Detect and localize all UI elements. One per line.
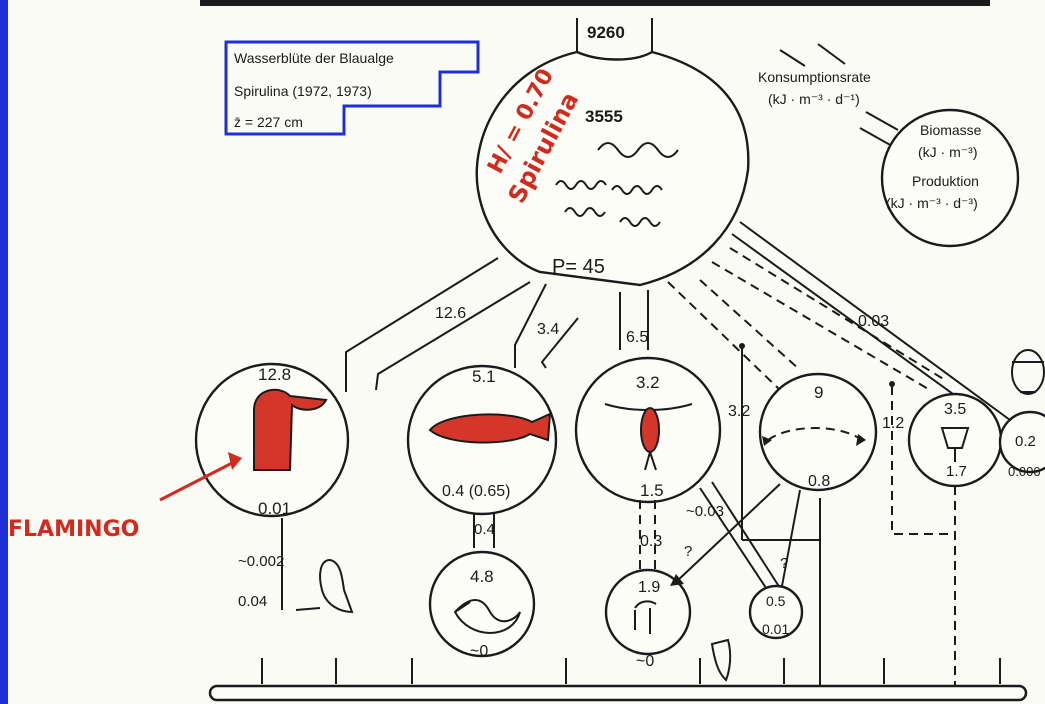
- mini-node: 0.5 0.01: [750, 586, 802, 638]
- larva-production: ~0: [636, 653, 654, 670]
- copepod-node: 3.2 1.5: [576, 358, 720, 502]
- flamingo-outflow: ~0.002 0.04: [238, 518, 352, 612]
- flamingo-node: 12.8 0.01: [196, 364, 348, 518]
- bird-icon: [320, 560, 352, 612]
- insect-biomass: 3.5: [944, 401, 966, 418]
- input-channel: 9260: [577, 18, 652, 52]
- flow-to-insect: 1.2: [882, 415, 904, 432]
- flow-question-1: ?: [684, 543, 692, 560]
- pelican-biomass: 4.8: [470, 567, 494, 586]
- detritus-bar: [210, 658, 1026, 700]
- small-node: 0.2 0.006: [1000, 350, 1045, 479]
- flow-flamingo-out: ~0.002: [238, 553, 284, 570]
- key-legend: Konsumptionsrate (kJ · m⁻³ · d⁻¹) Biomas…: [758, 44, 1018, 246]
- key-biomass-unit: (kJ · m⁻³): [918, 144, 977, 160]
- small-biomass: 0.2: [1015, 433, 1036, 450]
- rotifer-production: 0.8: [808, 473, 830, 490]
- key-consumption-unit: (kJ · m⁻³ · d⁻¹): [768, 91, 860, 107]
- larva-biomass: 1.9: [638, 579, 660, 596]
- key-production-label: Produktion: [912, 173, 979, 189]
- flamingo-biomass: 12.8: [258, 365, 291, 384]
- fish-to-pelican-channel: 0.4: [474, 514, 495, 548]
- small-production: 0.006: [1008, 464, 1041, 479]
- key-biomass-label: Biomasse: [920, 122, 982, 138]
- key-production-unit: (kJ · m⁻³ · d⁻³): [886, 195, 978, 211]
- legend-line2: Spirulina (1972, 1973): [234, 83, 372, 99]
- pelican-production: ~0: [470, 643, 488, 660]
- flow-copepod-side: ~0.03: [686, 503, 724, 520]
- channel-to-fish: 3.4: [515, 284, 578, 368]
- legend-line1: Wasserblüte der Blaualge: [234, 50, 394, 66]
- mini-biomass: 0.5: [766, 593, 786, 609]
- flow-question-2: ?: [780, 555, 788, 572]
- spirulina-production: P= 45: [552, 256, 605, 278]
- flow-copepod-to-larva: 0.3: [640, 533, 662, 550]
- channel-to-copepod: 6.5: [620, 290, 648, 350]
- beetle-icon: [1012, 350, 1044, 394]
- insect-production: 1.7: [946, 463, 967, 480]
- flow-to-fish: 3.4: [537, 321, 559, 338]
- spirulina-node: 3555 P= 45 Spirulina H/ = 0.70: [477, 52, 749, 285]
- flamingo-production: 0.01: [258, 499, 291, 518]
- key-consumption-label: Konsumptionsrate: [758, 69, 871, 85]
- flamingo-label: FLAMINGO: [8, 517, 139, 542]
- fish-production: 0.4 (0.65): [442, 483, 510, 500]
- fish-node: 5.1 0.4 (0.65): [408, 366, 556, 514]
- flow-to-small: 0.03: [858, 313, 889, 330]
- rotifer-biomass: 9: [814, 383, 823, 402]
- fish-biomass: 5.1: [472, 367, 496, 386]
- larva-node: 1.9 ~0: [606, 570, 690, 670]
- copepod-biomass: 3.2: [636, 373, 660, 392]
- copepod-to-mini-channel: ~0.03: [686, 482, 780, 594]
- legend-line3: z̄ = 227 cm: [234, 114, 303, 130]
- pelican-node: 4.8 ~0: [430, 552, 534, 660]
- flow-to-flamingo: 12.6: [435, 305, 466, 322]
- mini-production: 0.01: [762, 621, 789, 637]
- legend-box: Wasserblüte der Blaualge Spirulina (1972…: [226, 42, 478, 134]
- input-value: 9260: [587, 23, 625, 42]
- copepod-to-larva-channel: 0.3: [640, 500, 662, 572]
- flow-to-copepod: 6.5: [626, 329, 648, 346]
- rotifer-node: 9 0.8: [760, 374, 876, 490]
- flow-flamingo-out2: 0.04: [238, 593, 267, 610]
- copepod-production: 1.5: [640, 481, 664, 500]
- spirulina-biomass: 3555: [585, 107, 623, 126]
- flow-to-rotifer: 3.2: [728, 403, 750, 420]
- flow-fish-to-pelican: 0.4: [474, 521, 495, 538]
- leech-icon: [712, 640, 730, 680]
- insect-node: 3.5 1.7: [909, 394, 1001, 686]
